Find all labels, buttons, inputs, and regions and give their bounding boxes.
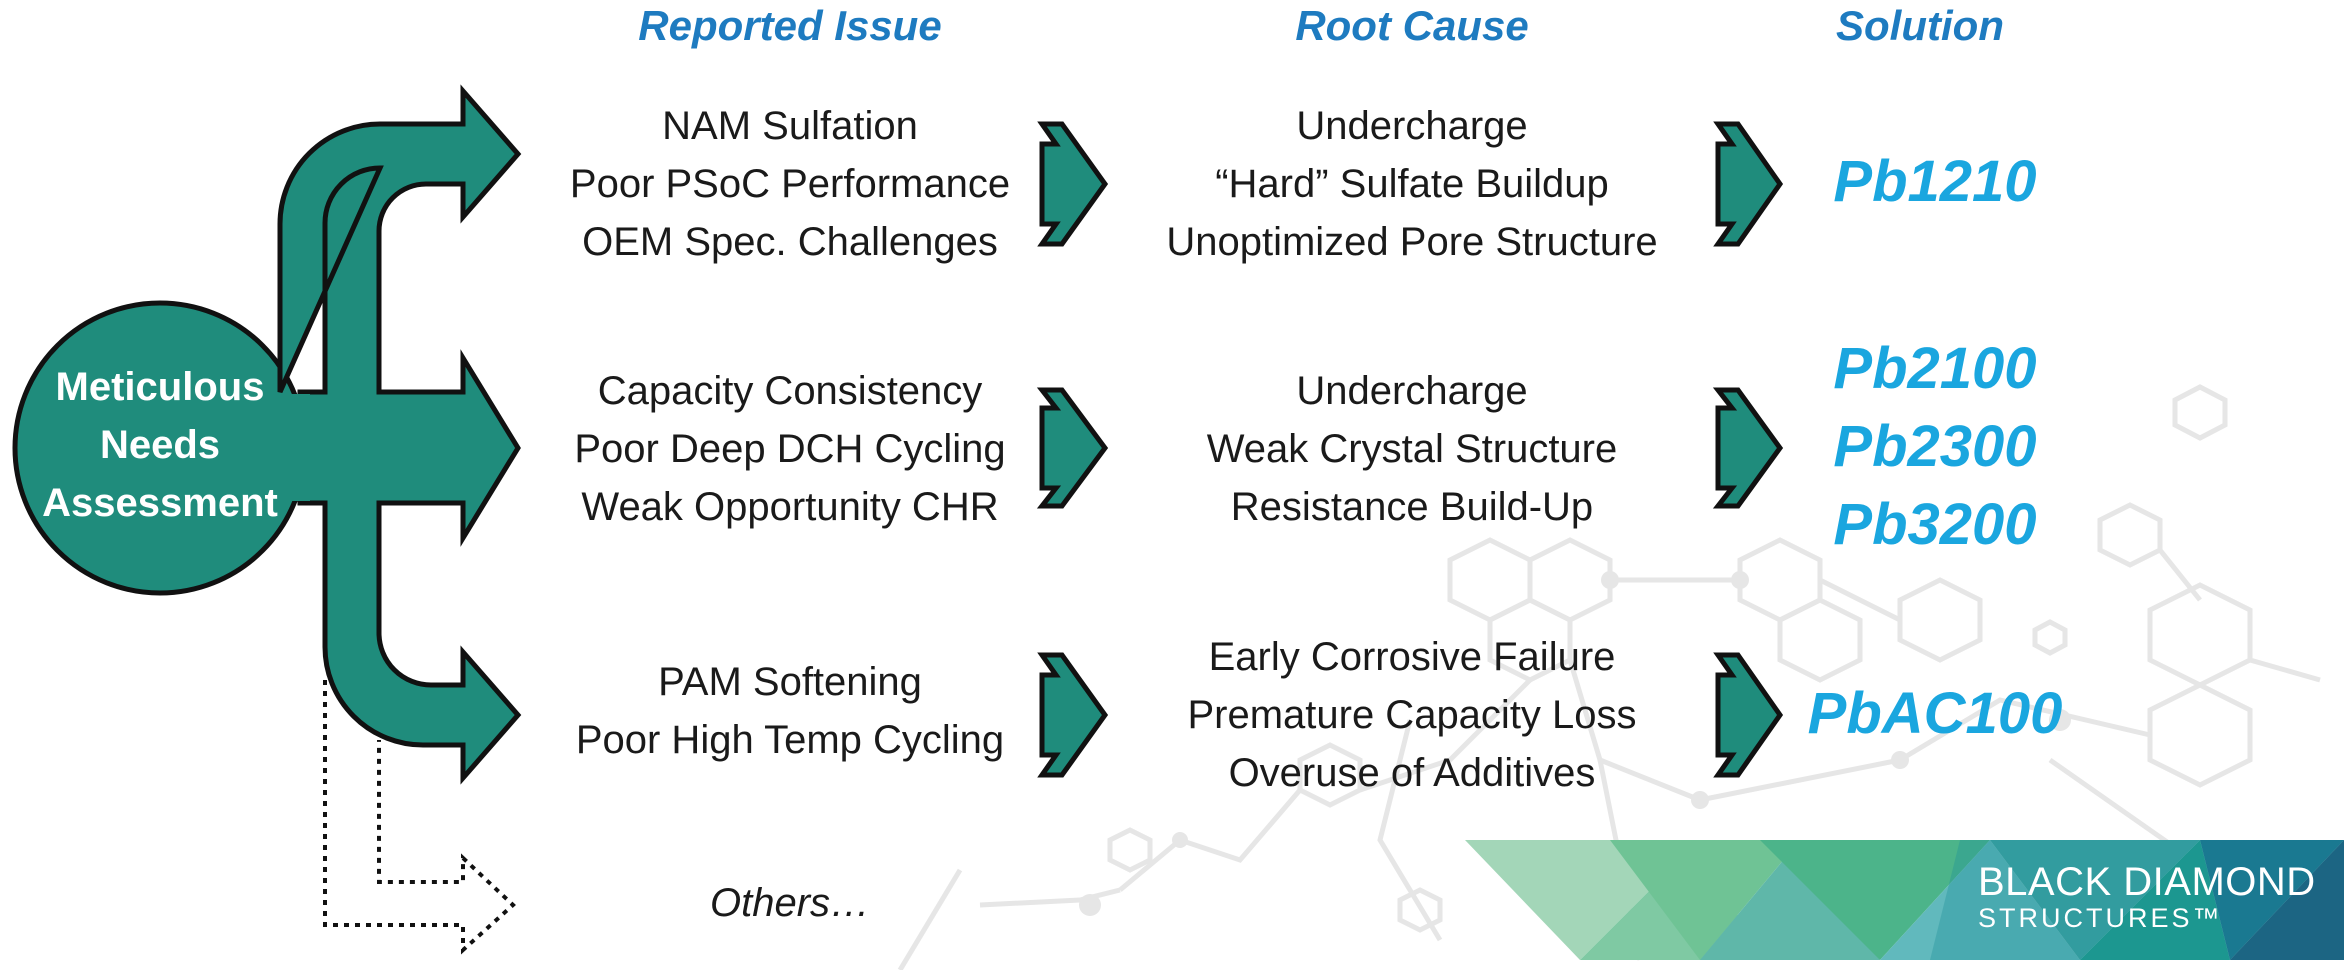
chevron-arrows-cause-to-solution: [1712, 121, 1784, 778]
issue-item: PAM Softening: [658, 660, 922, 704]
brand-logo: BLACK DIAMOND STRUCTURES™: [1978, 861, 2316, 933]
hub-line: Assessment: [42, 481, 278, 525]
brand-name: BLACK DIAMOND: [1978, 860, 2316, 904]
cause-item: Premature Capacity Loss: [1187, 693, 1637, 737]
cause-item: Unoptimized Pore Structure: [1166, 220, 1658, 264]
hub-label: Meticulous Needs Assessment: [18, 358, 302, 532]
cause-item: Undercharge: [1296, 369, 1528, 413]
row1-causes: Undercharge “Hard” Sulfate Buildup Unopt…: [1122, 97, 1702, 271]
cause-item: Early Corrosive Failure: [1208, 635, 1616, 679]
cause-item: Overuse of Additives: [1228, 751, 1596, 795]
brand-subtitle: STRUCTURES™: [1978, 903, 2223, 933]
issue-item: Poor Deep DCH Cycling: [574, 427, 1006, 471]
chevron-arrows-issue-to-cause: [1036, 121, 1109, 778]
issue-item: NAM Sulfation: [662, 104, 918, 148]
cause-item: Weak Crystal Structure: [1206, 427, 1618, 471]
header-reported-issue: Reported Issue: [638, 2, 942, 49]
solution-item: Pb2300: [1833, 414, 2037, 479]
others-dotted-arrow: [323, 680, 516, 955]
issue-item: Capacity Consistency: [597, 369, 983, 413]
issue-item: Weak Opportunity CHR: [581, 485, 999, 529]
brand-triangle-band: [1465, 840, 2344, 960]
issue-item: OEM Spec. Challenges: [582, 220, 998, 264]
row2-causes: Undercharge Weak Crystal Structure Resis…: [1122, 362, 1702, 536]
issue-item: Poor PSoC Performance: [569, 162, 1011, 206]
row3-issues: PAM Softening Poor High Temp Cycling: [550, 653, 1030, 769]
branch-arrow-shape: [277, 84, 522, 785]
solution-item: Pb3200: [1833, 492, 2037, 557]
solution-item: PbAC100: [1807, 681, 2063, 746]
header-solution: Solution: [1836, 2, 2004, 49]
cause-item: Undercharge: [1296, 104, 1528, 148]
others-label: Others…: [709, 881, 871, 925]
solution-item: Pb1210: [1833, 149, 2037, 214]
issue-item: Poor High Temp Cycling: [575, 718, 1005, 762]
header-root-cause: Root Cause: [1295, 2, 1529, 49]
row1-issues: NAM Sulfation Poor PSoC Performance OEM …: [550, 97, 1030, 271]
hub-line: Meticulous: [55, 365, 265, 409]
cause-item: “Hard” Sulfate Buildup: [1215, 162, 1609, 206]
cause-item: Resistance Build-Up: [1230, 485, 1594, 529]
row3-causes: Early Corrosive Failure Premature Capaci…: [1122, 628, 1702, 802]
hub-line: Needs: [99, 423, 221, 467]
solution-item: Pb2100: [1833, 336, 2037, 401]
row2-issues: Capacity Consistency Poor Deep DCH Cycli…: [550, 362, 1030, 536]
